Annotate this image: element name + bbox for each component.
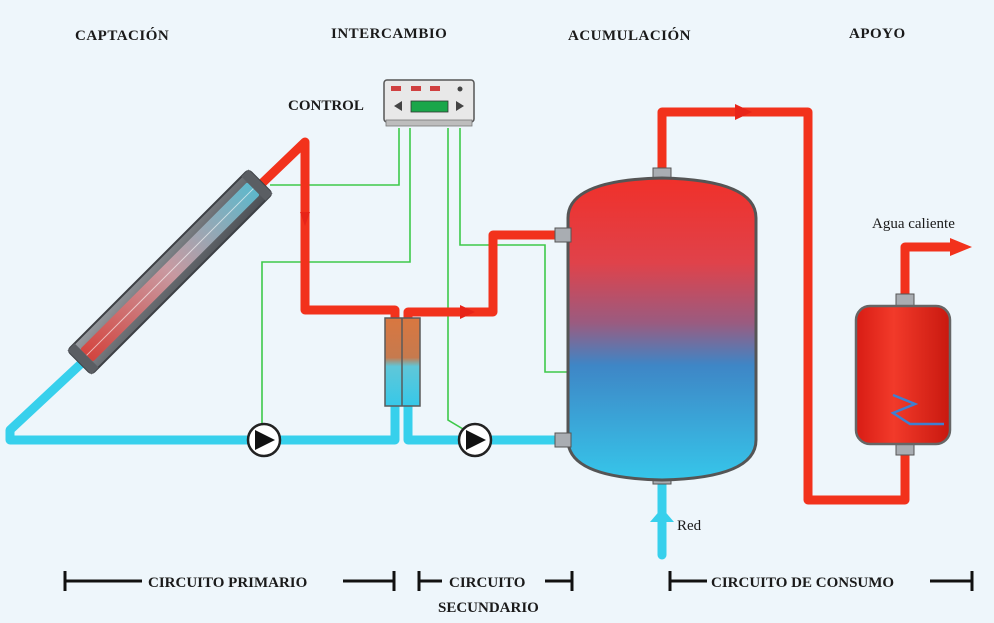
circuit-primario-label: CIRCUITO PRIMARIO	[148, 575, 307, 591]
control-signal-wires	[261, 128, 568, 438]
heat-exchanger-icon	[384, 317, 421, 407]
hot-pipes	[250, 107, 957, 505]
storage-tank-icon	[554, 167, 758, 485]
header-intercambio: INTERCAMBIO	[331, 26, 447, 42]
header-acumulacion: ACUMULACIÓN	[568, 27, 691, 44]
circuit-secundario-label-line1: CIRCUITO	[449, 575, 525, 591]
circuit-brackets	[63, 571, 974, 591]
flow-arrow-icon	[735, 104, 752, 120]
hot-water-arrow-icon	[950, 238, 972, 256]
control-label: CONTROL	[288, 98, 364, 114]
header-captacion: CAPTACIÓN	[75, 27, 169, 44]
cold-pipes	[5, 355, 667, 560]
solar-collector-icon	[67, 169, 273, 375]
inlet-arrow-icon	[650, 508, 674, 522]
backup-heater-icon	[854, 293, 952, 456]
flow-arrow-icon	[300, 212, 310, 226]
pump-icon	[457, 422, 493, 458]
network-label: Red	[677, 518, 702, 534]
pump-icon	[246, 422, 282, 458]
circuit-secundario-label-line2: SECUNDARIO	[438, 600, 539, 616]
hot-water-label: Agua caliente	[872, 216, 955, 232]
header-apoyo: APOYO	[849, 26, 906, 42]
controller-icon	[383, 79, 475, 127]
flow-arrow-icon	[460, 305, 475, 319]
circuit-consumo-label: CIRCUITO DE CONSUMO	[711, 575, 894, 591]
